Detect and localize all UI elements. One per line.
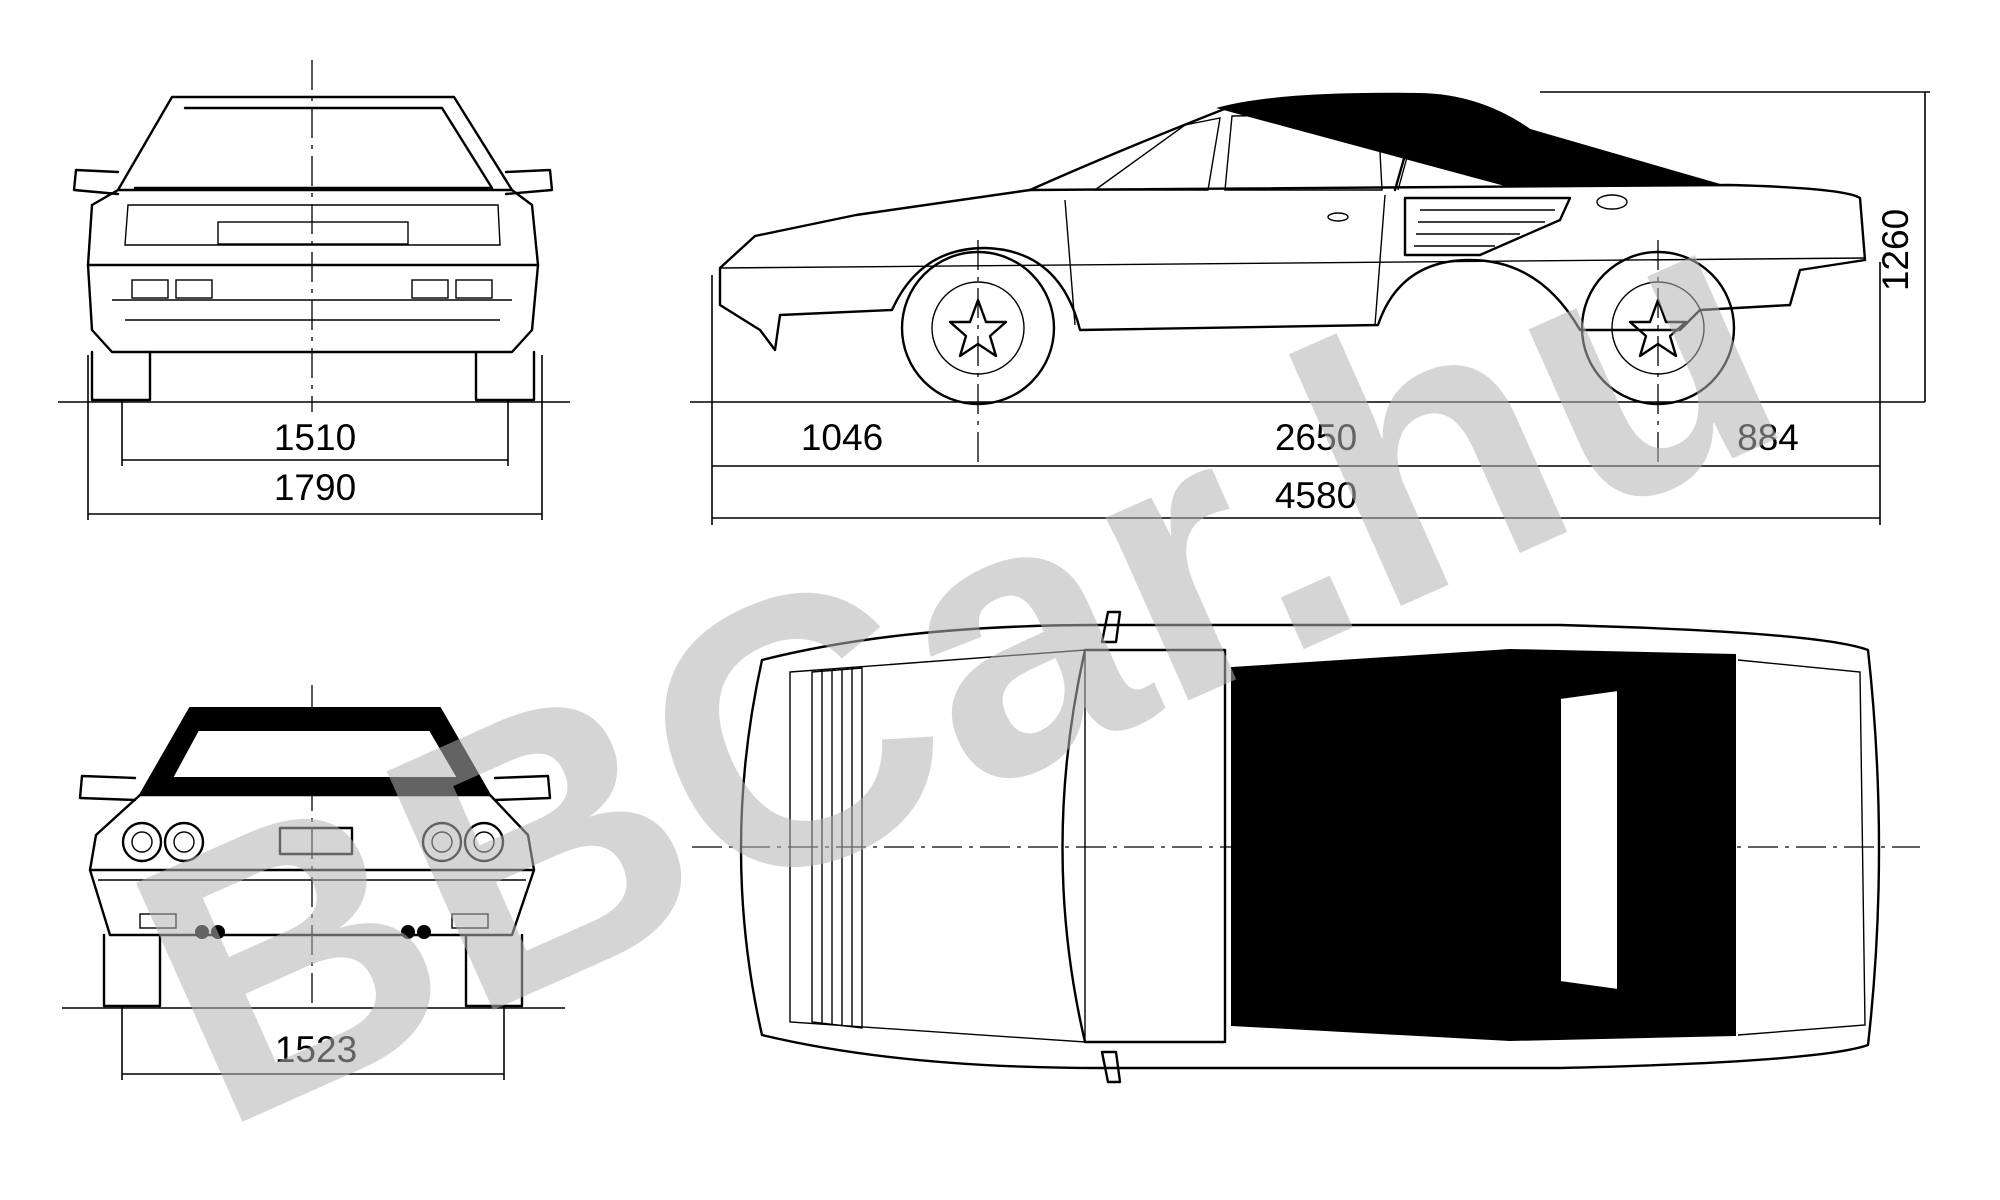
side-view: 1046 2650 884 4580 1260 bbox=[690, 91, 1930, 525]
top-view bbox=[692, 610, 1920, 1084]
rear-view: 1523 bbox=[62, 685, 565, 1080]
length-label: 4580 bbox=[1275, 475, 1357, 516]
rear-overhang-label: 884 bbox=[1737, 417, 1799, 458]
front-track-label: 1510 bbox=[274, 417, 356, 458]
front-overhang-label: 1046 bbox=[801, 417, 883, 458]
front-view: 1510 1790 bbox=[58, 60, 570, 520]
wheelbase-label: 2650 bbox=[1275, 417, 1357, 458]
height-label: 1260 bbox=[1875, 209, 1916, 291]
rear-track-label: 1523 bbox=[275, 1029, 357, 1070]
front-width-label: 1790 bbox=[274, 467, 356, 508]
